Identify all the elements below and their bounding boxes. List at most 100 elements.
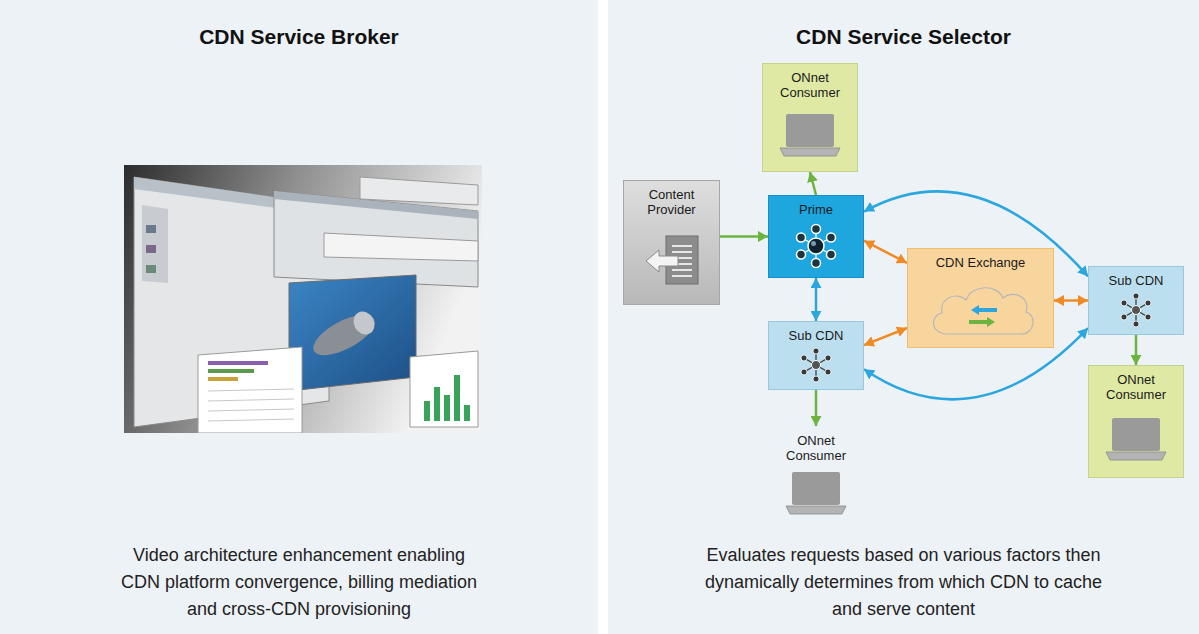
svg-shape: [208, 399, 294, 401]
content-document-icon: [642, 232, 702, 288]
svg-shape: [969, 317, 995, 327]
svg-shape: [434, 387, 440, 421]
svg-shape: [827, 233, 836, 242]
svg-shape: [198, 347, 302, 433]
svg-shape: [672, 269, 692, 271]
svg-shape: [812, 361, 821, 370]
svg-shape: [208, 369, 254, 373]
icon-holder: [779, 108, 841, 158]
svg-shape: [324, 233, 478, 261]
svg-shape: [1145, 300, 1151, 306]
laptop-icon: [1105, 416, 1167, 462]
icon-holder: [1118, 288, 1154, 328]
svg-shape: [825, 355, 831, 361]
svg-shape: [792, 472, 840, 505]
sub-cdn-box: Sub CDN: [768, 321, 864, 390]
svg-shape: [780, 148, 840, 156]
laptop-icon: [779, 112, 841, 158]
svg-shape: [464, 405, 470, 421]
diagram-panel: CDN Service BrokerVideo architecture enh…: [0, 0, 598, 634]
software-screens-illustration: [124, 165, 482, 433]
icon-holder: [925, 274, 1037, 338]
icon-holder: [785, 466, 847, 516]
connector-arrow: [810, 172, 816, 195]
svg-shape: [1124, 296, 1148, 324]
icon-holder: [798, 343, 834, 383]
diagram-panel: CDN Service SelectorEvaluates requests b…: [608, 0, 1199, 634]
connector-arrow: [815, 390, 818, 426]
svg-shape: [454, 375, 460, 421]
svg-shape: [1132, 306, 1141, 315]
connector-arrow: [1054, 299, 1088, 302]
connector-arrow: [1135, 335, 1138, 365]
connector-arrow: [720, 235, 768, 238]
svg-shape: [812, 225, 821, 234]
svg-shape: [307, 307, 380, 364]
svg-shape: [142, 205, 168, 283]
svg-shape: [797, 233, 806, 242]
content-provider-box: Content Provider: [623, 180, 720, 305]
svg-shape: [1121, 314, 1127, 320]
svg-shape: [1121, 293, 1151, 327]
svg-shape: [146, 225, 156, 233]
svg-shape: [1114, 420, 1158, 449]
laptop-icon: [785, 470, 847, 516]
icon-holder: [1105, 412, 1167, 462]
svg-shape: [1121, 300, 1127, 306]
svg-shape: [672, 251, 692, 253]
svg-shape: [208, 419, 294, 421]
svg-shape: [801, 369, 807, 375]
svg-shape: [360, 177, 478, 205]
svg-shape: [933, 287, 1033, 333]
svg-shape: [146, 245, 156, 253]
svg-shape: [788, 116, 832, 145]
prime-cdn-box: Prime: [768, 195, 864, 278]
svg-shape: [811, 241, 816, 246]
svg-shape: [678, 257, 692, 259]
svg-shape: [794, 474, 838, 503]
panel-heading: CDN Service Broker: [0, 24, 598, 50]
svg-shape: [208, 361, 268, 365]
svg-shape: [813, 348, 819, 354]
svg-shape: [146, 265, 156, 273]
svg-shape: [289, 275, 416, 391]
box-label: Sub CDN: [789, 328, 844, 343]
icon-holder: [793, 219, 839, 269]
cdn-exchange-box: CDN Exchange: [907, 248, 1054, 348]
sub-cdn-network-icon: [798, 347, 834, 383]
prime-hub-icon: [793, 223, 839, 269]
consumer-node: ONnet Consumer: [768, 426, 864, 526]
box-label: Content Provider: [628, 187, 715, 217]
box-label: Prime: [799, 202, 833, 217]
svg-shape: [797, 225, 836, 268]
svg-shape: [678, 263, 692, 265]
svg-shape: [808, 238, 824, 254]
svg-shape: [208, 389, 294, 391]
svg-shape: [208, 377, 238, 381]
svg-shape: [813, 376, 819, 382]
svg-shape: [804, 351, 828, 379]
svg-shape: [1133, 321, 1139, 327]
panel-caption: Video architecture enhancement enabling …: [114, 542, 484, 623]
svg-shape: [274, 191, 478, 287]
svg-shape: [1133, 293, 1139, 299]
sub-cdn-box: Sub CDN: [1088, 266, 1184, 335]
connector-arrow: [864, 328, 907, 345]
connector-arrow: [864, 191, 1088, 276]
sub-cdn-network-icon: [1118, 292, 1154, 328]
box-label: Sub CDN: [1109, 273, 1164, 288]
svg-shape: [827, 250, 836, 259]
svg-shape: [786, 114, 834, 147]
svg-shape: [208, 409, 294, 411]
svg-shape: [672, 245, 692, 247]
box-label: ONnet Consumer: [1093, 372, 1179, 402]
svg-shape: [797, 250, 806, 259]
connector-arrow: [815, 278, 818, 321]
svg-shape: [971, 305, 997, 315]
svg-shape: [825, 369, 831, 375]
box-label: ONnet Consumer: [767, 70, 853, 100]
box-label: ONnet Consumer: [773, 433, 859, 463]
icon-holder: [642, 228, 702, 288]
svg-shape: [672, 275, 692, 277]
svg-shape: [646, 250, 678, 272]
